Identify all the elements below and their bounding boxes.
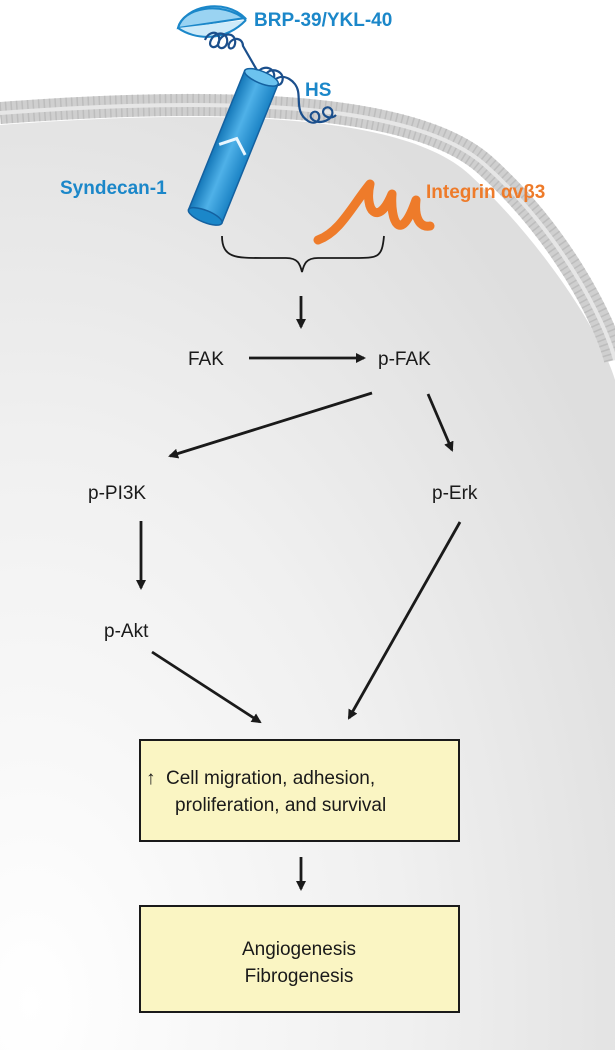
pakt-label: p-Akt bbox=[104, 621, 149, 642]
ppi3k-label: p-PI3K bbox=[88, 483, 146, 504]
cell-membrane bbox=[0, 93, 615, 363]
perk-label: p-Erk bbox=[432, 483, 478, 504]
arrow-perk-to-outcome bbox=[347, 521, 462, 720]
final-box: Angiogenesis Fibrogenesis bbox=[139, 905, 460, 1013]
outcome-line-2: proliferation, and survival bbox=[175, 795, 386, 816]
syndecan-1-icon bbox=[187, 67, 280, 226]
syndecan-label: Syndecan-1 bbox=[60, 178, 167, 199]
fibrogenesis-label: Fibrogenesis bbox=[245, 966, 354, 987]
ligand-label: BRP-39/YKL-40 bbox=[254, 10, 392, 31]
arrow-pfak-to-ppi3k bbox=[168, 391, 373, 459]
hs-label: HS bbox=[305, 80, 331, 101]
outcome-box: ↑ Cell migration, adhesion, proliferatio… bbox=[139, 739, 460, 842]
complex-brace bbox=[221, 235, 385, 273]
up-arrow-icon: ↑ bbox=[146, 768, 156, 789]
arrow-pfak-to-perk bbox=[426, 393, 454, 452]
arrow-pakt-to-outcome bbox=[151, 650, 262, 724]
brp39-ykl40-icon bbox=[176, 5, 248, 38]
pathway-arrows bbox=[136, 296, 462, 891]
angiogenesis-label: Angiogenesis bbox=[242, 939, 356, 960]
integrin-label: Integrin αvβ3 bbox=[426, 182, 545, 203]
pfak-label: p-FAK bbox=[378, 349, 431, 370]
fak-label: FAK bbox=[188, 349, 224, 370]
outcome-line-1: Cell migration, adhesion, bbox=[166, 768, 375, 789]
integrin-avb3-icon bbox=[313, 179, 435, 245]
